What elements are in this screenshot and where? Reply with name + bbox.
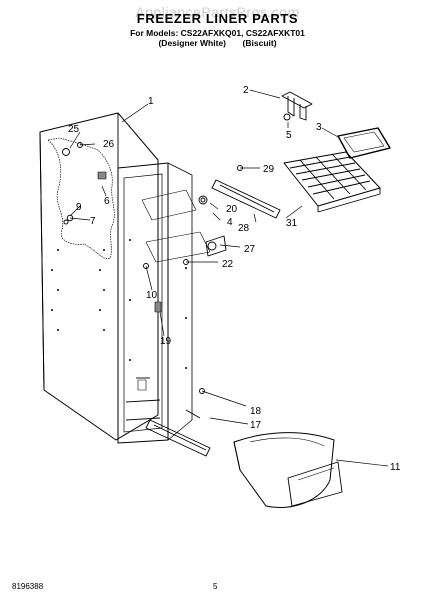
- part-17-18-lower-rail: [145, 388, 211, 457]
- part-27-22-control: [143, 231, 227, 269]
- part-2-5-bracket: [281, 91, 313, 121]
- parts-25-26-6-9-7: [62, 142, 107, 225]
- callout-26: 26: [103, 139, 115, 150]
- part-1-freezer-liner: [39, 112, 193, 444]
- callout-6: 6: [104, 196, 110, 207]
- part-11-storage-bin: [233, 432, 343, 508]
- callout-18: 18: [250, 406, 262, 417]
- page-number: 5: [213, 582, 218, 591]
- callout-10: 10: [146, 290, 158, 301]
- callout-19: 19: [160, 336, 172, 347]
- part-31-wire-shelf: [283, 151, 381, 213]
- callout-3: 3: [316, 122, 322, 133]
- diagram-title: FREEZER LINER PARTS: [136, 11, 299, 26]
- callout-17: 17: [250, 420, 262, 431]
- document-code: 8196388: [12, 582, 44, 591]
- part-28-shelf-rail: [141, 179, 281, 221]
- callout-28: 28: [238, 223, 250, 234]
- callout-31: 31: [286, 218, 298, 229]
- callout-20: 20: [226, 204, 238, 215]
- model-variants: (Designer White) (Biscuit): [158, 38, 277, 48]
- callout-22: 22: [222, 259, 234, 270]
- callout-4: 4: [227, 217, 233, 228]
- callout-2: 2: [243, 85, 249, 96]
- callout-1: 1: [148, 96, 154, 107]
- model-numbers: For Models: CS22AFXKQ01, CS22AFXKT01: [130, 28, 305, 38]
- callout-27: 27: [244, 244, 256, 255]
- callout-7: 7: [90, 216, 96, 227]
- part-19-clip: [154, 301, 162, 313]
- leader-lines: [69, 89, 389, 467]
- callout-9: 9: [76, 202, 82, 213]
- watermark: AppliancePartsPros.com: [135, 4, 300, 20]
- part-3-frame: [337, 127, 391, 159]
- callout-29: 29: [263, 164, 275, 175]
- callout-5: 5: [286, 130, 292, 141]
- callout-11: 11: [390, 462, 401, 473]
- callout-25: 25: [68, 124, 80, 135]
